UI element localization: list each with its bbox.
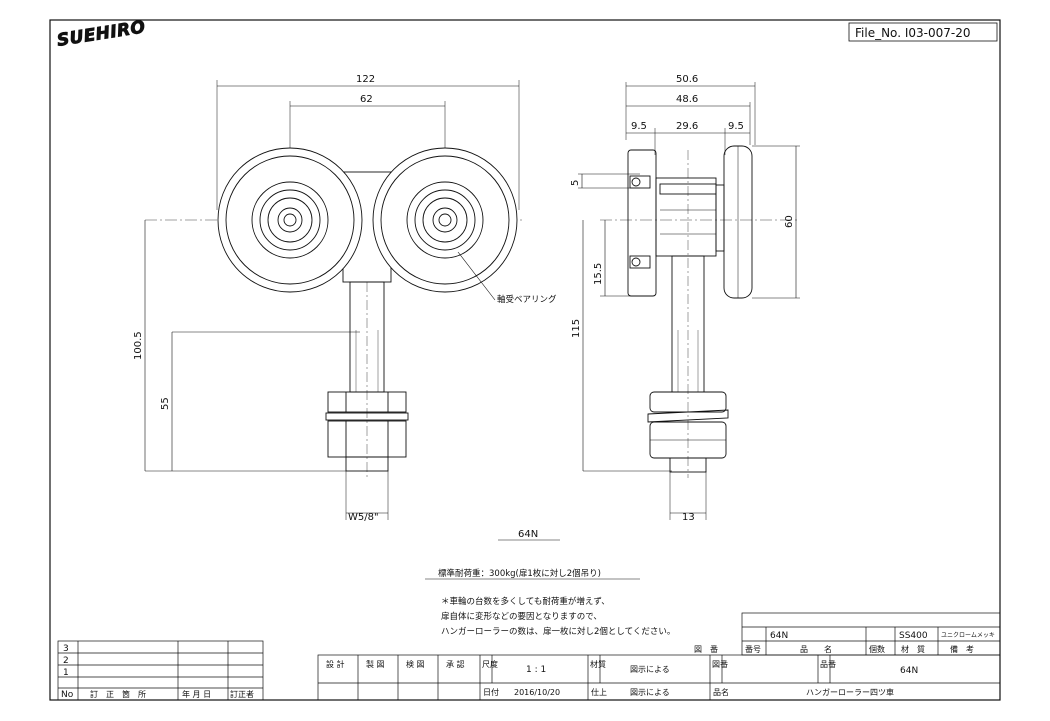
rev-row-3: 3 <box>63 644 69 654</box>
dim-15-5: 15.5 <box>593 263 604 285</box>
dim-29-6: 29.6 <box>676 121 698 132</box>
tb-h-zaishitsu: 材質 <box>590 659 606 669</box>
parts-h-zaishitsu: 材 質 <box>901 644 925 654</box>
parts-h-bango: 番号 <box>745 644 761 654</box>
side-view <box>578 82 800 520</box>
dim-100-5: 100.5 <box>133 331 144 360</box>
suehiro-logo: SUEHIRO <box>55 17 147 52</box>
rev-row-1: 1 <box>63 668 69 678</box>
note-line-1: ＊車輪の台数を多くしても耐荷重が増えず、 <box>441 596 610 607</box>
rev-h-date: 年 月 日 <box>182 689 211 699</box>
tb-material: 図示による <box>630 665 670 674</box>
parts-h-biko: 備 考 <box>950 644 974 654</box>
tb-h-sekkei: 設 計 <box>326 659 345 669</box>
tb-finish: 図示による <box>630 688 670 697</box>
parts-name-value: 64N <box>770 631 788 641</box>
tb-scale: 1 : 1 <box>526 665 546 675</box>
file-no-box <box>848 22 998 42</box>
tb-part-no: 64N <box>900 666 918 676</box>
load-note: 標準耐荷重：300kg(扉1枚に対し2個吊り) <box>438 568 601 579</box>
dim-55: 55 <box>160 397 171 410</box>
parts-h-kosu: 個数 <box>869 644 885 654</box>
rev-h-teisei: 訂 正 箇 所 <box>90 689 146 699</box>
parts-remark-value: ユニクロームメッキ <box>941 632 995 639</box>
tb-h-shonin: 承 認 <box>446 659 465 669</box>
tb-h-shiage: 仕上 <box>591 687 607 697</box>
tb-h-shakudo: 尺度 <box>482 659 498 669</box>
title-block <box>317 654 1001 701</box>
dim-9-5-left: 9.5 <box>631 121 647 132</box>
dim-115: 115 <box>571 319 582 338</box>
parts-material-value: SS400 <box>899 631 928 641</box>
tb-date: 2016/10/20 <box>514 688 560 697</box>
parts-table <box>741 612 1001 656</box>
dim-9-5-right: 9.5 <box>728 121 744 132</box>
dim-50-6: 50.6 <box>676 74 698 85</box>
file-no: File_No. I03-007-20 <box>855 26 970 40</box>
revision-table <box>57 640 264 701</box>
dim-13: 13 <box>682 512 695 523</box>
tb-h-hinmei: 品名 <box>713 687 729 697</box>
tb-h-hinban: 品番 <box>820 659 836 669</box>
note-line-2: 扉自体に変形などの要因となりますので、 <box>441 611 602 622</box>
logo-text: SUEHIRO <box>56 17 147 51</box>
dim-62: 62 <box>360 94 373 105</box>
dim-122: 122 <box>356 74 375 85</box>
parts-h-zuban: 図 番 <box>694 644 718 654</box>
rev-h-person: 訂正者 <box>230 689 254 699</box>
dim-48-6: 48.6 <box>676 94 698 105</box>
note-line-3: ハンガーローラーの数は、扉一枚に対し2個としてください。 <box>441 626 675 637</box>
tb-h-kenzu: 検 図 <box>406 659 425 669</box>
bearing-label: 軸受ベアリング <box>497 294 557 305</box>
front-view-caption: 64N <box>518 529 538 540</box>
rev-h-no: No <box>61 690 74 700</box>
tb-name: ハンガーローラー四ツ車 <box>806 687 894 697</box>
tb-h-seizu: 製 図 <box>366 659 385 669</box>
parts-h-hinmei: 品 名 <box>800 644 832 654</box>
rev-row-2: 2 <box>63 656 69 666</box>
dim-thread: W5/8" <box>348 512 379 523</box>
tb-h-zuban: 図番 <box>712 659 728 669</box>
dim-60: 60 <box>784 215 795 228</box>
dim-5: 5 <box>570 180 581 186</box>
tb-h-hizuke: 日付 <box>483 687 499 697</box>
front-view <box>144 80 560 541</box>
